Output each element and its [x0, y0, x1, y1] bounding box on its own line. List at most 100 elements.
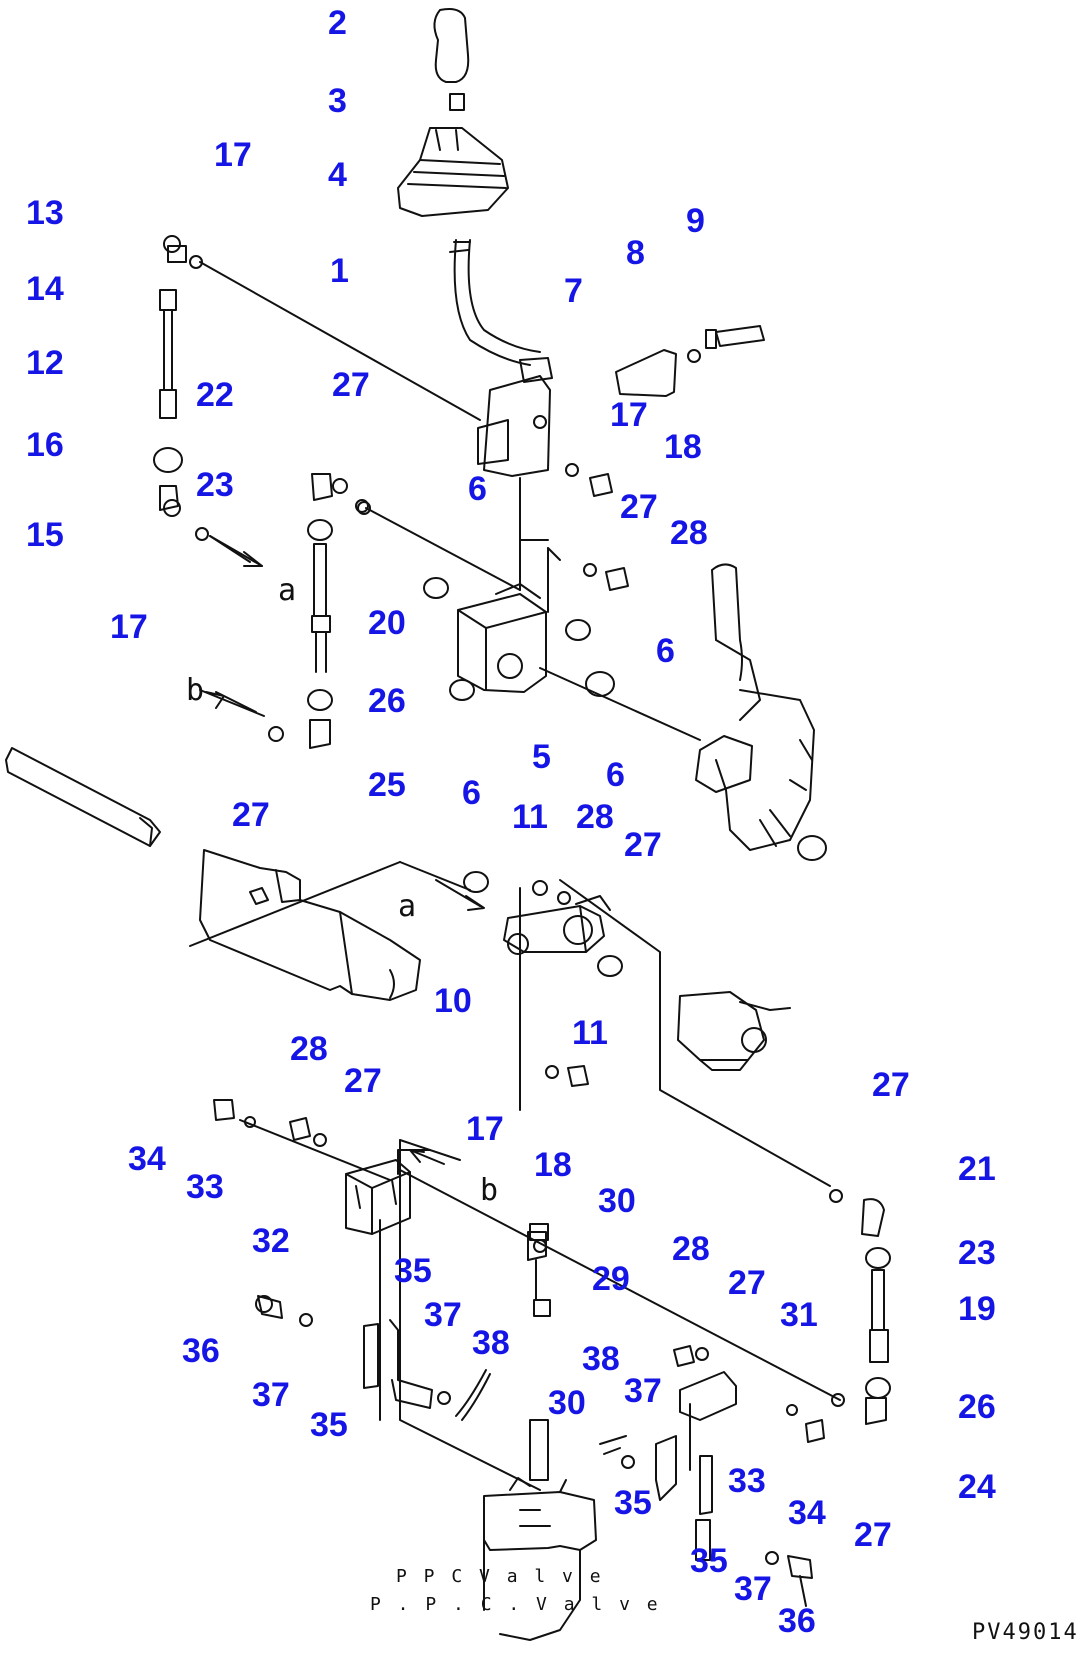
pin-37-right-lower: [765, 1551, 779, 1565]
part-number: 6: [606, 756, 625, 794]
part-number: 28: [670, 514, 708, 552]
part-number: 17: [110, 608, 148, 646]
washer-27-right: [695, 1347, 709, 1361]
part-number: 27: [232, 796, 270, 834]
part-number: 8: [626, 234, 645, 272]
pin-37-left: [299, 1313, 313, 1327]
bolt-36-right: [787, 1555, 813, 1607]
part-number: 27: [728, 1264, 766, 1302]
lever-bracket: [477, 357, 553, 477]
nut-28-upper: [605, 567, 629, 591]
washer-8: [687, 349, 701, 363]
part-number: 30: [598, 1182, 636, 1220]
part-number: 2: [328, 4, 347, 42]
part-number: 35: [690, 1542, 728, 1580]
cap-34-right: [805, 1419, 825, 1443]
part-number: 12: [26, 344, 64, 382]
bolt-36-left: [255, 1295, 283, 1319]
part-number: 22: [196, 376, 234, 414]
right-small-valve: [677, 991, 791, 1071]
part-number: 35: [394, 1252, 432, 1290]
part-number: 4: [328, 156, 347, 194]
part-number: 37: [252, 1376, 290, 1414]
part-number: 35: [310, 1406, 348, 1444]
cap-34-left: [213, 1099, 235, 1121]
center-valve-10: [463, 871, 611, 955]
right-rod: [829, 1189, 891, 1425]
nut-28-right: [673, 1345, 695, 1367]
reference-arrows: [205, 535, 485, 1165]
part-number: 25: [368, 766, 406, 804]
part-number: 23: [958, 1234, 996, 1272]
part-number: 18: [664, 428, 702, 466]
valve-block-5: [457, 583, 547, 693]
part-number: 27: [332, 366, 370, 404]
part-number: 18: [534, 1146, 572, 1184]
part-number: 27: [872, 1066, 910, 1104]
part-number: 27: [854, 1516, 892, 1554]
cap-30-bottom: [533, 1299, 551, 1317]
washer-17-upper: [565, 463, 579, 477]
part-number: 11: [572, 1014, 608, 1052]
part-number: 6: [468, 470, 487, 508]
part-number: 32: [252, 1222, 290, 1260]
bracket-35-left: [363, 1319, 433, 1409]
pin-37-right-upper: [621, 1455, 635, 1469]
part-number: 20: [368, 604, 406, 642]
washer-17-lower: [545, 1065, 559, 1079]
part-number: 6: [656, 632, 675, 670]
bracket-35-right: [655, 1435, 713, 1561]
connecting-lines: [189, 261, 841, 1491]
part-number: 11: [512, 798, 548, 836]
washer-27-left: [313, 1133, 327, 1147]
part-number: 17: [610, 396, 648, 434]
part-number: 34: [788, 1494, 826, 1532]
part-number: 3: [328, 82, 347, 120]
part-number: 28: [672, 1230, 710, 1268]
part-number: 1: [330, 252, 349, 290]
part-number: 26: [958, 1388, 996, 1426]
part-number: 13: [26, 194, 64, 232]
part-number: 17: [466, 1110, 504, 1148]
part-number: 10: [434, 982, 472, 1020]
part-number: 36: [182, 1332, 220, 1370]
part-number: 35: [614, 1484, 652, 1522]
part-number: 24: [958, 1468, 996, 1506]
part-number: 37: [424, 1296, 462, 1334]
part-number: 6: [462, 774, 481, 812]
reference-letter: b: [480, 1173, 499, 1208]
drawing-code: PV49014: [972, 1620, 1079, 1645]
part-number: 29: [592, 1260, 630, 1298]
part-number: 14: [26, 270, 64, 308]
clip-38-left: [455, 1369, 491, 1421]
cap-30-top: [529, 1223, 549, 1241]
part-number: 21: [958, 1150, 996, 1188]
washer-27-mid: [355, 499, 369, 513]
part-number: 33: [186, 1168, 224, 1206]
part-number: 37: [734, 1570, 772, 1608]
pin-33-left: [244, 1116, 256, 1128]
joint-31: [679, 1371, 737, 1471]
reference-letter: a: [278, 573, 297, 608]
clip-38-right: [599, 1435, 627, 1455]
part-number: 30: [548, 1384, 586, 1422]
part-number: 15: [26, 516, 64, 554]
part-number: 19: [958, 1290, 996, 1328]
part-number: 33: [728, 1462, 766, 1500]
nut-18-lower: [567, 1065, 589, 1087]
knob-nut: [449, 93, 465, 111]
part-number: 27: [620, 488, 658, 526]
part-number: 38: [582, 1340, 620, 1378]
lever-rod: [449, 239, 541, 366]
block-32: [345, 1149, 431, 1235]
nut-28-left: [289, 1117, 311, 1141]
lever-knob: [433, 8, 470, 83]
part-number: 27: [344, 1062, 382, 1100]
part-number: 17: [214, 136, 252, 174]
washer-27-upper: [583, 563, 597, 577]
part-number: 38: [472, 1324, 510, 1362]
plate-7: [615, 349, 677, 397]
part-number: 5: [532, 738, 551, 776]
